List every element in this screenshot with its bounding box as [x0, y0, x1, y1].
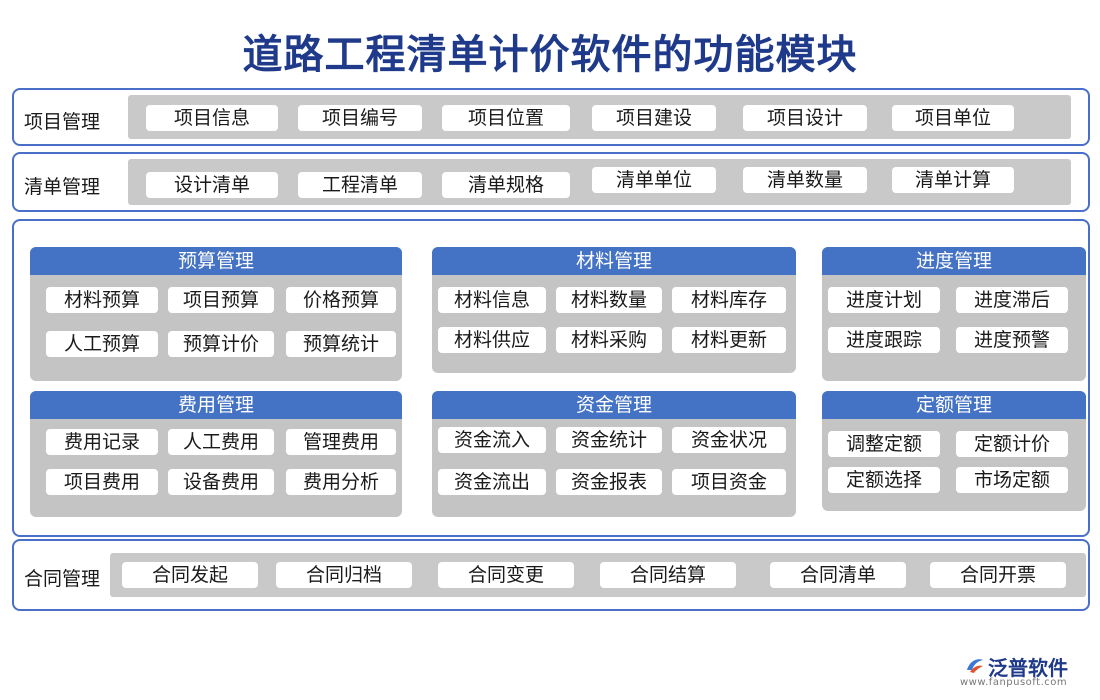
brand-logo: 泛普软件 www.fanpusoft.com	[960, 652, 1090, 692]
module-item[interactable]: 合同发起	[122, 562, 258, 588]
logo-name: 泛普软件	[988, 656, 1068, 680]
panel-title: 预算管理	[30, 247, 402, 275]
module-item[interactable]: 项目位置	[442, 105, 570, 131]
module-item[interactable]: 资金流出	[438, 469, 546, 495]
module-item[interactable]: 定额选择	[828, 467, 940, 493]
row-list-management: 清单管理 设计清单 工程清单 清单规格 清单单位 清单数量 清单计算	[12, 152, 1090, 212]
module-item[interactable]: 项目预算	[168, 287, 274, 313]
module-item[interactable]: 费用分析	[286, 469, 396, 495]
module-item[interactable]: 清单规格	[442, 172, 570, 198]
panel-quota: 定额管理 调整定额 定额计价 定额选择 市场定额	[822, 391, 1086, 511]
row-strip: 合同发起 合同归档 合同变更 合同结算 合同清单 合同开票	[110, 553, 1086, 597]
module-item[interactable]: 项目建设	[592, 105, 716, 131]
module-item[interactable]: 预算计价	[168, 331, 274, 357]
row-label: 清单管理	[24, 176, 101, 198]
module-item[interactable]: 资金统计	[556, 427, 662, 453]
module-item[interactable]: 工程清单	[298, 172, 422, 198]
module-item[interactable]: 资金报表	[556, 469, 662, 495]
module-item[interactable]: 资金流入	[438, 427, 546, 453]
module-item[interactable]: 合同清单	[770, 562, 906, 588]
module-item[interactable]: 合同变更	[438, 562, 574, 588]
module-item[interactable]: 合同结算	[600, 562, 736, 588]
module-item[interactable]: 项目信息	[146, 105, 278, 131]
module-item[interactable]: 项目资金	[672, 469, 786, 495]
module-item[interactable]: 费用记录	[46, 429, 158, 455]
module-item[interactable]: 进度滞后	[956, 287, 1068, 313]
row-label: 合同管理	[24, 568, 101, 590]
modules-container: 预算管理 材料预算 项目预算 价格预算 人工预算 预算计价 预算统计 材料管理 …	[12, 219, 1090, 537]
module-item[interactable]: 材料库存	[672, 287, 786, 313]
module-item[interactable]: 人工预算	[46, 331, 158, 357]
panel-schedule: 进度管理 进度计划 进度滞后 进度跟踪 进度预警	[822, 247, 1086, 381]
module-item[interactable]: 项目编号	[298, 105, 422, 131]
module-item[interactable]: 进度跟踪	[828, 327, 940, 353]
module-item[interactable]: 清单单位	[592, 167, 716, 193]
module-item[interactable]: 市场定额	[956, 467, 1068, 493]
panel-title: 材料管理	[432, 247, 796, 275]
module-item[interactable]: 项目费用	[46, 469, 158, 495]
logo-url: www.fanpusoft.com	[960, 677, 1068, 688]
row-label: 项目管理	[24, 111, 101, 133]
panel-materials: 材料管理 材料信息 材料数量 材料库存 材料供应 材料采购 材料更新	[432, 247, 796, 373]
panel-title: 定额管理	[822, 391, 1086, 419]
panel-title: 费用管理	[30, 391, 402, 419]
module-item[interactable]: 进度预警	[956, 327, 1068, 353]
module-item[interactable]: 定额计价	[956, 431, 1068, 457]
module-item[interactable]: 材料数量	[556, 287, 662, 313]
row-strip: 项目信息 项目编号 项目位置 项目建设 项目设计 项目单位	[128, 95, 1071, 139]
module-item[interactable]: 清单计算	[892, 167, 1014, 193]
module-item[interactable]: 人工费用	[168, 429, 274, 455]
module-item[interactable]: 材料预算	[46, 287, 158, 313]
module-item[interactable]: 合同归档	[276, 562, 412, 588]
module-item[interactable]: 进度计划	[828, 287, 940, 313]
page-title: 道路工程清单计价软件的功能模块	[242, 31, 858, 78]
module-item[interactable]: 管理费用	[286, 429, 396, 455]
module-item[interactable]: 项目设计	[743, 105, 867, 131]
module-item[interactable]: 预算统计	[286, 331, 396, 357]
module-item[interactable]: 设备费用	[168, 469, 274, 495]
panel-title: 进度管理	[822, 247, 1086, 275]
module-item[interactable]: 价格预算	[286, 287, 396, 313]
panel-title: 资金管理	[432, 391, 796, 419]
module-item[interactable]: 材料采购	[556, 327, 662, 353]
module-item[interactable]: 合同开票	[930, 562, 1066, 588]
row-project-management: 项目管理 项目信息 项目编号 项目位置 项目建设 项目设计 项目单位	[12, 88, 1090, 146]
module-item[interactable]: 清单数量	[743, 167, 867, 193]
panel-funds: 资金管理 资金流入 资金统计 资金状况 资金流出 资金报表 项目资金	[432, 391, 796, 517]
panel-budget: 预算管理 材料预算 项目预算 价格预算 人工预算 预算计价 预算统计	[30, 247, 402, 381]
module-item[interactable]: 调整定额	[828, 431, 940, 457]
row-strip: 设计清单 工程清单 清单规格 清单单位 清单数量 清单计算	[128, 159, 1071, 205]
module-item[interactable]: 材料信息	[438, 287, 546, 313]
module-item[interactable]: 材料更新	[672, 327, 786, 353]
panel-costs: 费用管理 费用记录 人工费用 管理费用 项目费用 设备费用 费用分析	[30, 391, 402, 517]
module-item[interactable]: 项目单位	[892, 105, 1014, 131]
row-contract-management: 合同管理 合同发起 合同归档 合同变更 合同结算 合同清单 合同开票	[12, 539, 1090, 611]
logo-icon	[967, 659, 983, 673]
module-item[interactable]: 设计清单	[146, 172, 278, 198]
module-item[interactable]: 资金状况	[672, 427, 786, 453]
module-item[interactable]: 材料供应	[438, 327, 546, 353]
